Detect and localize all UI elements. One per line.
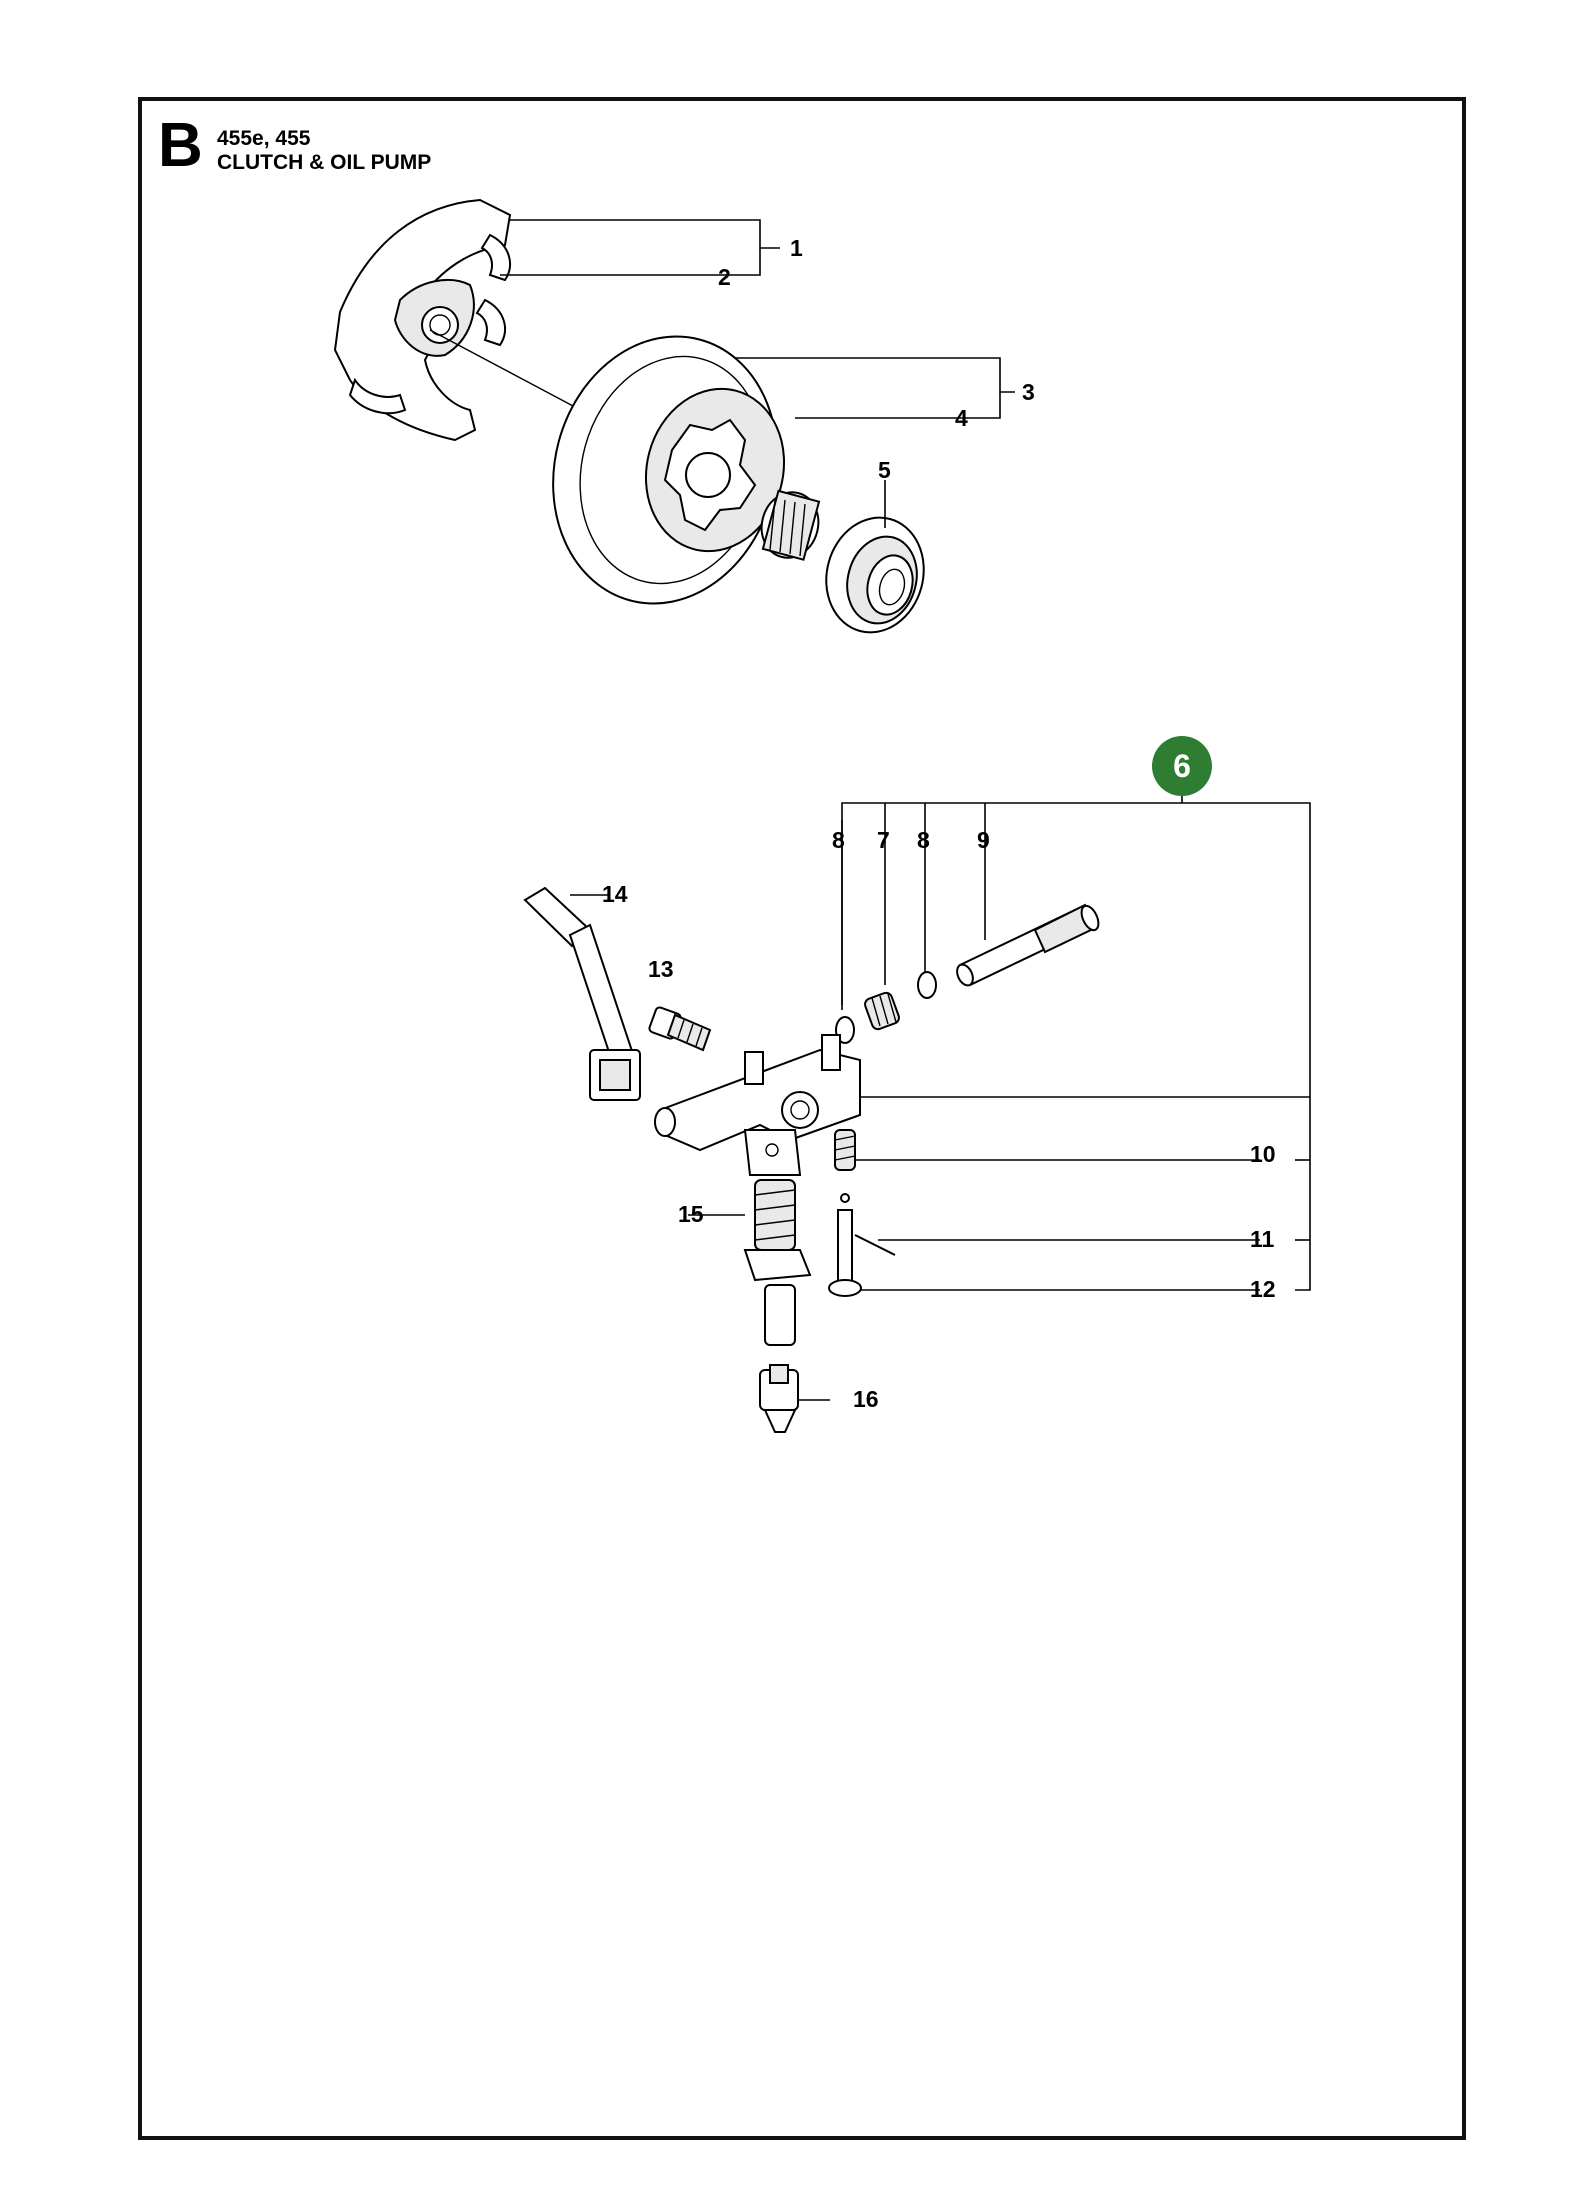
page-frame bbox=[138, 97, 1466, 2140]
callout-5: 5 bbox=[878, 457, 891, 483]
clutch-shoes bbox=[333, 198, 591, 442]
screw-13 bbox=[648, 1006, 712, 1052]
callout-14: 14 bbox=[602, 881, 628, 907]
spring-10 bbox=[834, 1129, 856, 1171]
pump-housing bbox=[654, 1034, 861, 1176]
pump-piston-12 bbox=[828, 1193, 862, 1297]
o-ring-right bbox=[917, 971, 937, 999]
needle-bearing bbox=[760, 489, 821, 561]
callout-8-left: 8 bbox=[832, 827, 845, 853]
callout-12: 12 bbox=[1250, 1276, 1276, 1302]
callout-13: 13 bbox=[648, 956, 674, 982]
assembly-badge bbox=[1152, 736, 1212, 796]
callout-8-right: 8 bbox=[917, 827, 930, 853]
pin-11 bbox=[854, 1234, 896, 1256]
callout-11: 11 bbox=[1250, 1226, 1275, 1252]
worm-gear-15 bbox=[743, 1179, 812, 1346]
driver-16 bbox=[759, 1364, 799, 1433]
callout-1: 1 bbox=[790, 235, 803, 261]
diagram-title: CLUTCH & OIL PUMP bbox=[217, 151, 432, 174]
rim-sprocket bbox=[825, 516, 925, 634]
pump-shaft bbox=[956, 903, 1100, 987]
callout-10: 10 bbox=[1250, 1141, 1276, 1167]
model-label: 455e, 455 bbox=[217, 127, 311, 150]
adjuster-lever-14 bbox=[523, 886, 641, 1101]
clutch-leader-lines bbox=[500, 219, 1015, 528]
callout-15: 15 bbox=[678, 1201, 704, 1227]
callout-16: 16 bbox=[853, 1386, 879, 1412]
callout-7: 7 bbox=[877, 827, 890, 853]
callout-3: 3 bbox=[1022, 379, 1035, 405]
callout-9: 9 bbox=[977, 827, 990, 853]
callout-2: 2 bbox=[718, 264, 731, 290]
spring-7 bbox=[864, 991, 900, 1031]
section-letter: B bbox=[158, 111, 203, 180]
oil-pump-leader-lines bbox=[570, 796, 1311, 1401]
assembly-badge-number: 6 bbox=[1173, 748, 1191, 784]
clutch-drum bbox=[552, 335, 786, 605]
callout-4: 4 bbox=[955, 405, 968, 431]
